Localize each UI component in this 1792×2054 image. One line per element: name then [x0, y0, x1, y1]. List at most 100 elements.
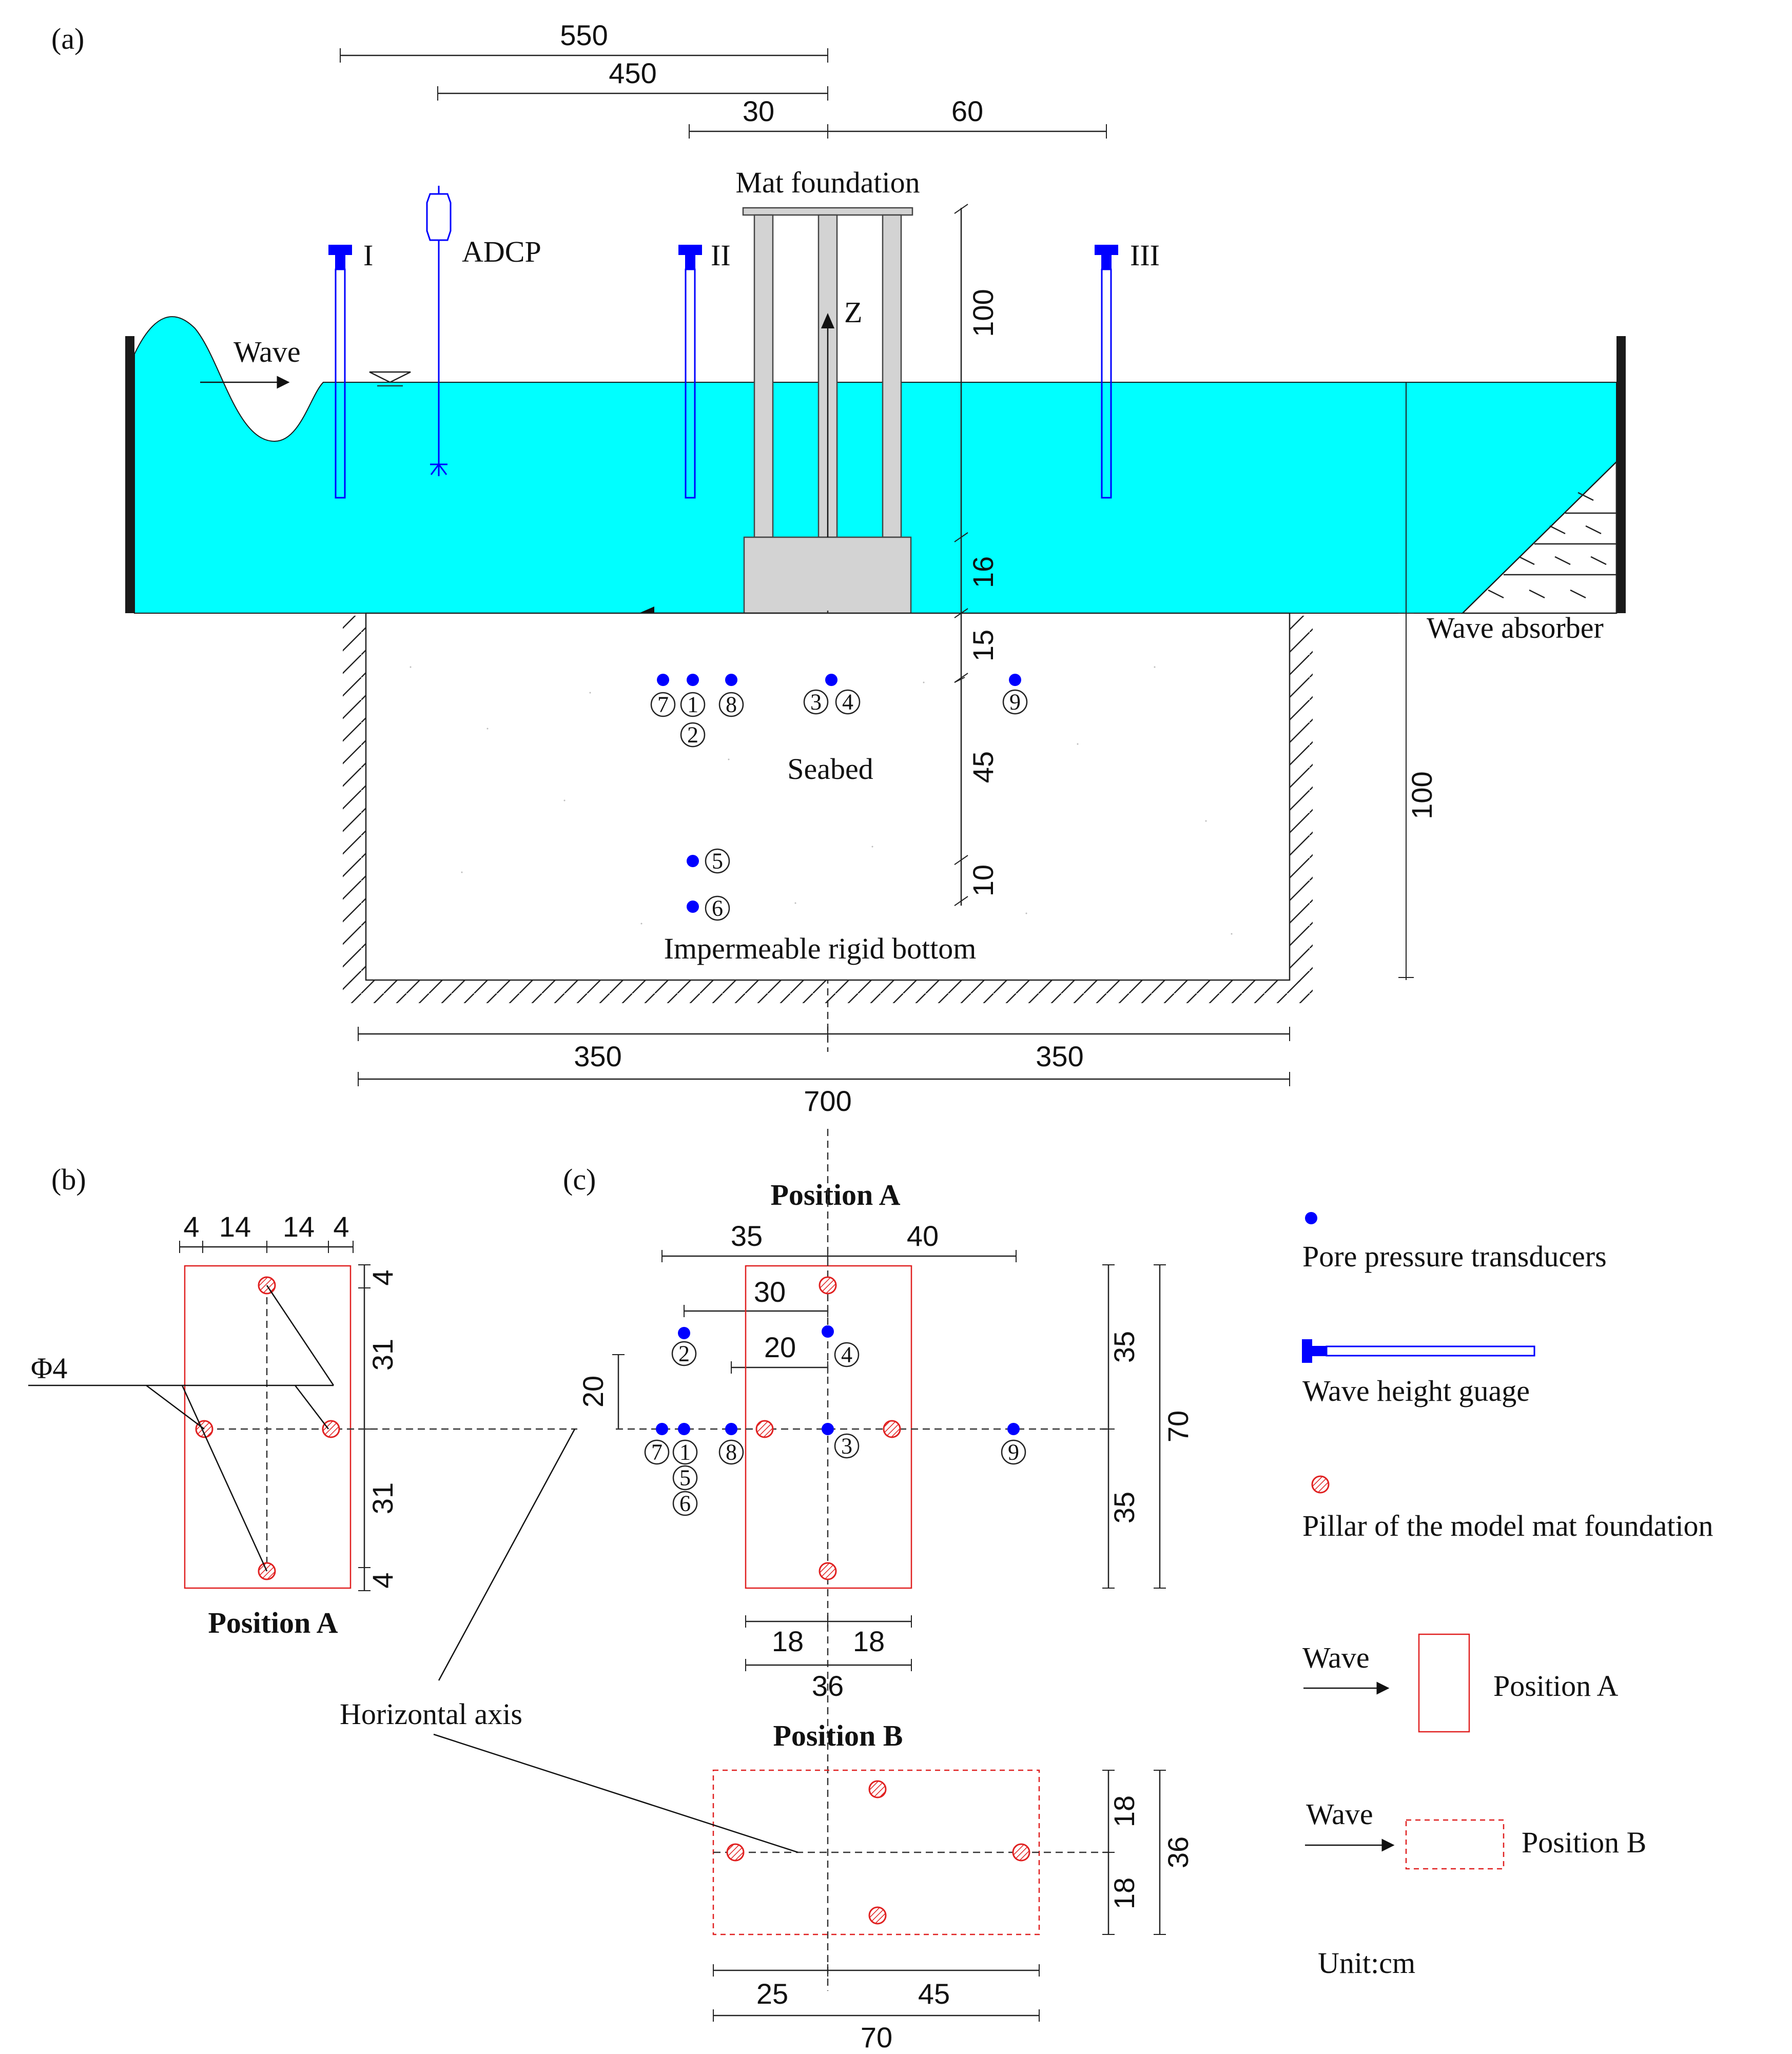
tr-a-7: 7: [657, 692, 669, 717]
c-pillars-b: [726, 1780, 1030, 1925]
gauge-II-label: II: [711, 239, 731, 272]
tr-a-3: 3: [810, 690, 822, 715]
wave-gauge-II: [678, 245, 702, 499]
b-phi-label: Φ4: [31, 1352, 67, 1385]
tr-c-8: 8: [726, 1440, 737, 1465]
tr-c-9: 9: [1008, 1440, 1019, 1465]
wave-gauge-III: [1095, 245, 1118, 499]
b-w4b: 4: [333, 1210, 349, 1243]
c-pb25: 25: [756, 1978, 788, 2010]
legend-gauge-label: Wave height guage: [1302, 1374, 1530, 1407]
c-r35b: 35: [1108, 1492, 1140, 1523]
gauge-I-label: I: [363, 239, 373, 272]
b-h31b: 31: [366, 1482, 399, 1514]
c-d20: 20: [764, 1331, 796, 1363]
z-axis-label: Z: [844, 296, 862, 329]
top-dimensions: 550 450 30 60: [340, 19, 1107, 139]
dim-60: 60: [951, 95, 983, 127]
tr-c-4: 4: [841, 1342, 852, 1367]
wave-label: Wave: [233, 335, 301, 368]
dim-350-left: 350: [574, 1040, 621, 1072]
legend-unit: Unit:cm: [1318, 1946, 1415, 1980]
right-ground-hatch: [1290, 616, 1313, 983]
dim-550: 550: [560, 19, 608, 51]
legend-pos-b-label: Position B: [1522, 1826, 1646, 1859]
c-pos-a-title: Position A: [771, 1178, 901, 1211]
dim-450: 450: [609, 57, 656, 89]
tr-c-7: 7: [651, 1440, 663, 1465]
tr-c-2: 2: [678, 1341, 690, 1366]
tr-c-5: 5: [679, 1465, 691, 1491]
dim-v15: 15: [967, 630, 999, 661]
c-pillars-a: [755, 1276, 901, 1580]
dim-30: 30: [743, 95, 774, 127]
b-pillars: [195, 1276, 340, 1580]
mat-foundation-label: Mat foundation: [735, 166, 920, 199]
b-h4b: 4: [366, 1572, 399, 1588]
c-dims-b-right: 18 18 36: [1102, 1770, 1194, 1935]
legend-position-b-box: [1405, 1819, 1505, 1870]
dim-v45: 45: [967, 751, 999, 783]
c-b18b: 18: [853, 1625, 885, 1657]
c-b18a: 18: [772, 1625, 804, 1657]
legend-pore-label: Pore pressure transducers: [1302, 1240, 1607, 1273]
c-dims-top: 35 40 30 20 20: [577, 1220, 1017, 1429]
flume-right-wall: [1616, 336, 1626, 613]
legend-pos-a-label: Position A: [1493, 1669, 1618, 1703]
tr-c-1: 1: [679, 1440, 691, 1465]
tr-a-1: 1: [687, 692, 698, 717]
transducers-a: 7 1 2 8 3 4 9 5 6: [650, 674, 1028, 921]
c-d35: 35: [731, 1220, 763, 1252]
legend: Pore pressure transducers Wave height gu…: [1302, 1212, 1713, 1980]
horizontal-axis-leader: [433, 1429, 798, 1853]
c-pb18a: 18: [1108, 1795, 1140, 1827]
tr-a-4: 4: [842, 690, 853, 715]
water-level-symbol: [369, 371, 411, 386]
c-d20v: 20: [577, 1376, 609, 1407]
b-h4a: 4: [366, 1269, 399, 1285]
c-pb70: 70: [861, 2021, 892, 2053]
legend-wave-b-label: Wave: [1306, 1797, 1373, 1831]
tr-a-5: 5: [712, 849, 723, 874]
c-dims-right: 35 35 70: [1102, 1264, 1194, 1589]
dim-350-right: 350: [1036, 1040, 1083, 1072]
panel-c-label: (c): [563, 1163, 596, 1196]
tr-a-6: 6: [712, 896, 723, 921]
water-body: [134, 316, 1617, 614]
legend-pillar-marker: [1311, 1475, 1330, 1494]
dim-v100: 100: [967, 289, 999, 337]
legend-wave-a-label: Wave: [1302, 1641, 1370, 1674]
seabed-label: Seabed: [787, 752, 873, 786]
dim-v10: 10: [967, 865, 999, 896]
c-d40: 40: [907, 1220, 939, 1252]
wave-absorber: [1460, 460, 1618, 614]
bottom-ground-hatch: [366, 981, 1313, 1003]
b-w4a: 4: [183, 1210, 199, 1243]
horizontal-axis-label: Horizontal axis: [340, 1697, 522, 1731]
c-pos-b-title: Position B: [773, 1719, 903, 1752]
c-r35a: 35: [1108, 1331, 1140, 1363]
seabed-texture: [410, 666, 1233, 935]
adcp-instrument: [426, 186, 452, 476]
b-title: Position A: [208, 1606, 338, 1639]
b-w14b: 14: [283, 1210, 315, 1243]
c-dims-b-bottom: 25 45 70: [713, 1964, 1040, 2053]
wave-gauge-I: [328, 245, 352, 499]
bottom-label: Impermeable rigid bottom: [664, 932, 977, 965]
c-transducers: 2 4 7 1 5 6 8 3 9: [644, 1325, 1026, 1516]
c-position-a-footprint: [745, 1265, 912, 1589]
wave-absorber-label: Wave absorber: [1427, 611, 1604, 644]
c-b36: 36: [812, 1670, 844, 1702]
c-r70: 70: [1162, 1411, 1194, 1442]
c-pb36: 36: [1162, 1836, 1194, 1868]
seabed-box: [365, 612, 1291, 981]
dim-700: 700: [804, 1085, 851, 1117]
c-pb18b: 18: [1108, 1877, 1140, 1909]
dim-v100-seabed: 100: [1406, 771, 1438, 819]
legend-pillar-label: Pillar of the model mat foundation: [1302, 1509, 1713, 1542]
panel-b-dims: 4 14 14 4 4 31 31 4: [179, 1210, 399, 1591]
dim-v16: 16: [967, 556, 999, 588]
panel-a-label: (a): [51, 22, 84, 55]
flume-left-wall: [125, 336, 134, 613]
